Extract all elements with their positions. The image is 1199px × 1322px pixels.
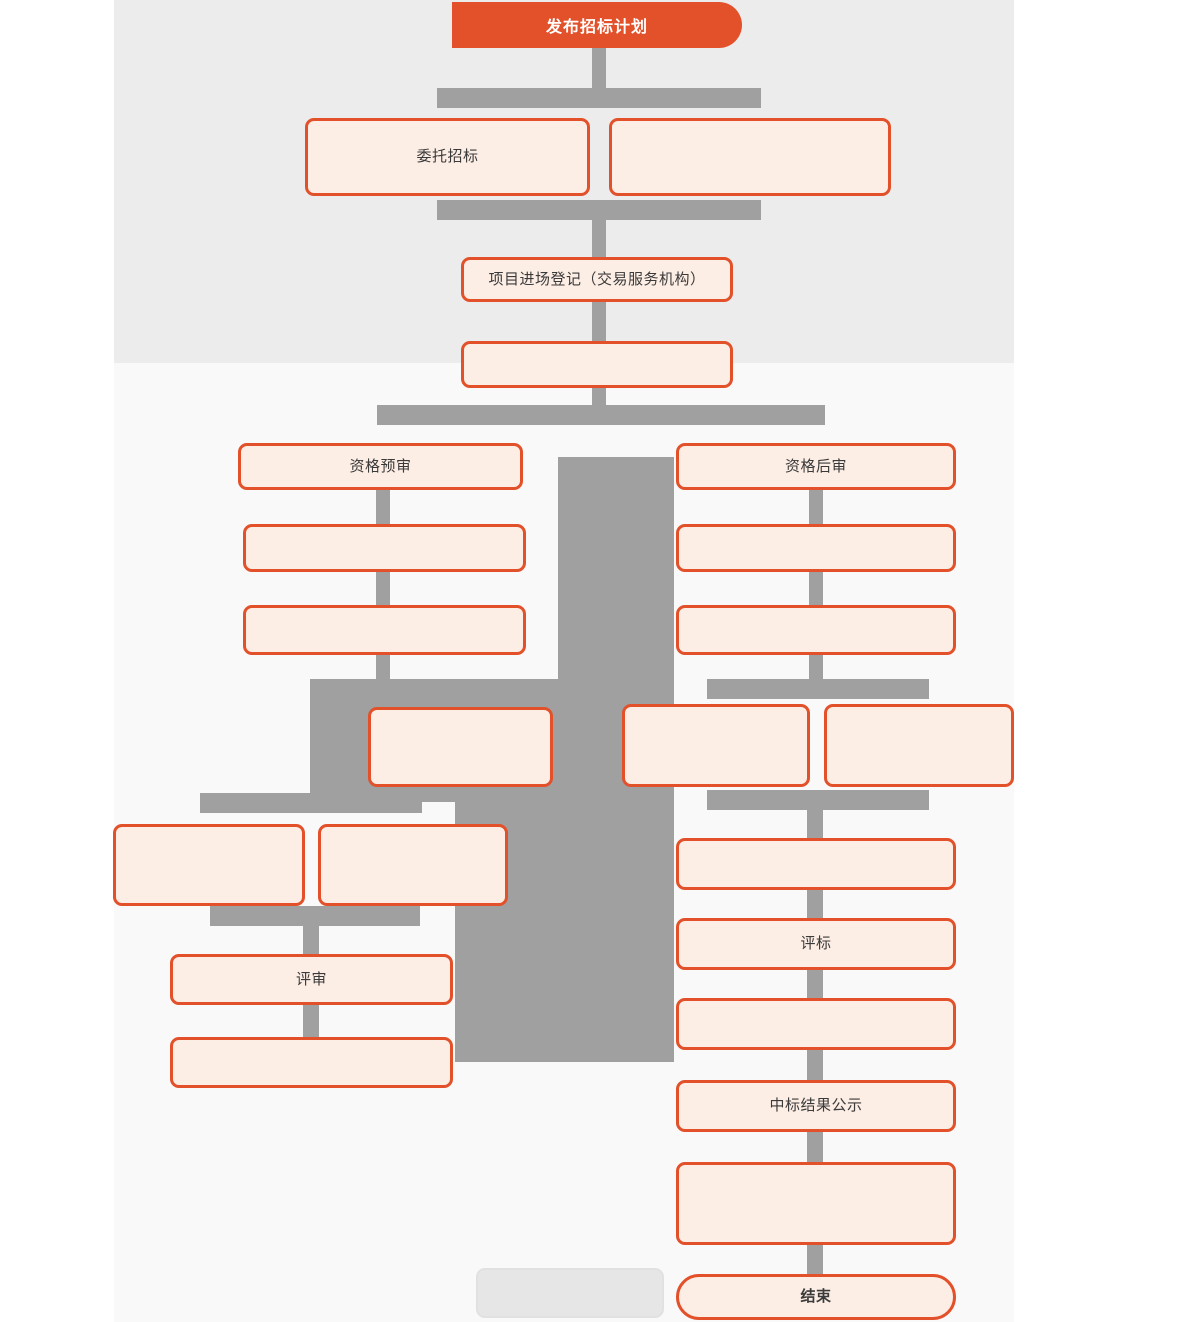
node-post-final[interactable] — [676, 1162, 956, 1245]
connector-start-down — [592, 48, 606, 90]
connector-right-6 — [807, 1050, 823, 1082]
connector-right-merge-down — [807, 808, 823, 838]
node-post-low[interactable] — [676, 838, 956, 890]
connector-right-to-end — [807, 1245, 823, 1277]
connector-split-bar-right — [707, 679, 929, 699]
connector-right-5 — [807, 970, 823, 1002]
node-start-title[interactable]: 发布招标计划 — [452, 2, 742, 48]
connector-left-to-review — [303, 924, 319, 954]
node-bid-evaluation[interactable]: 评标 — [676, 918, 956, 970]
node-ghost-box[interactable] — [476, 1268, 664, 1318]
connector-split-bar-left — [200, 793, 422, 813]
node-end[interactable]: 结束 — [676, 1274, 956, 1320]
node-post-step3[interactable] — [676, 605, 956, 655]
node-pre-low-right[interactable] — [318, 824, 508, 906]
connector-right-7 — [807, 1131, 823, 1163]
connector-down-to-split2 — [592, 388, 606, 410]
node-after-registration[interactable] — [461, 341, 733, 388]
connector-right-4 — [807, 890, 823, 922]
node-pre-low-left[interactable] — [113, 824, 305, 906]
node-post-step2[interactable] — [676, 524, 956, 572]
node-postqualification[interactable]: 资格后审 — [676, 443, 956, 490]
connector-split-bar-2 — [377, 405, 825, 425]
connector-review-down — [303, 1005, 319, 1037]
node-pre-step2[interactable] — [243, 524, 526, 572]
connector-to-registration — [592, 218, 606, 258]
connector-merge-bar-right — [707, 790, 929, 810]
connector-merge-bar-left — [210, 906, 420, 926]
node-review-left-last[interactable] — [170, 1037, 453, 1088]
node-pre-step3[interactable] — [243, 605, 526, 655]
node-self-tender[interactable] — [609, 118, 891, 196]
connector-registration-down — [592, 302, 606, 342]
node-project-registration[interactable]: 项目进场登记（交易服务机构） — [461, 257, 733, 302]
connector-split-bar-1 — [437, 88, 761, 108]
connector-right-3 — [809, 653, 823, 679]
connector-center-column-upper — [558, 457, 674, 681]
node-review-left[interactable]: 评审 — [170, 954, 453, 1005]
connector-left-1 — [376, 490, 390, 528]
connector-left-3 — [376, 653, 390, 681]
node-post-mid-left[interactable] — [622, 704, 810, 787]
node-entrust-tender[interactable]: 委托招标 — [305, 118, 590, 196]
node-prequalification[interactable]: 资格预审 — [238, 443, 523, 490]
node-pre-mid[interactable] — [368, 707, 553, 787]
node-post-mid-right[interactable] — [824, 704, 1014, 787]
connector-merge-bar-1 — [437, 200, 761, 220]
node-result-publicity[interactable]: 中标结果公示 — [676, 1080, 956, 1132]
connector-left-2 — [376, 572, 390, 610]
connector-right-2 — [809, 572, 823, 610]
connector-right-1 — [809, 490, 823, 528]
node-post-after-eval[interactable] — [676, 998, 956, 1050]
